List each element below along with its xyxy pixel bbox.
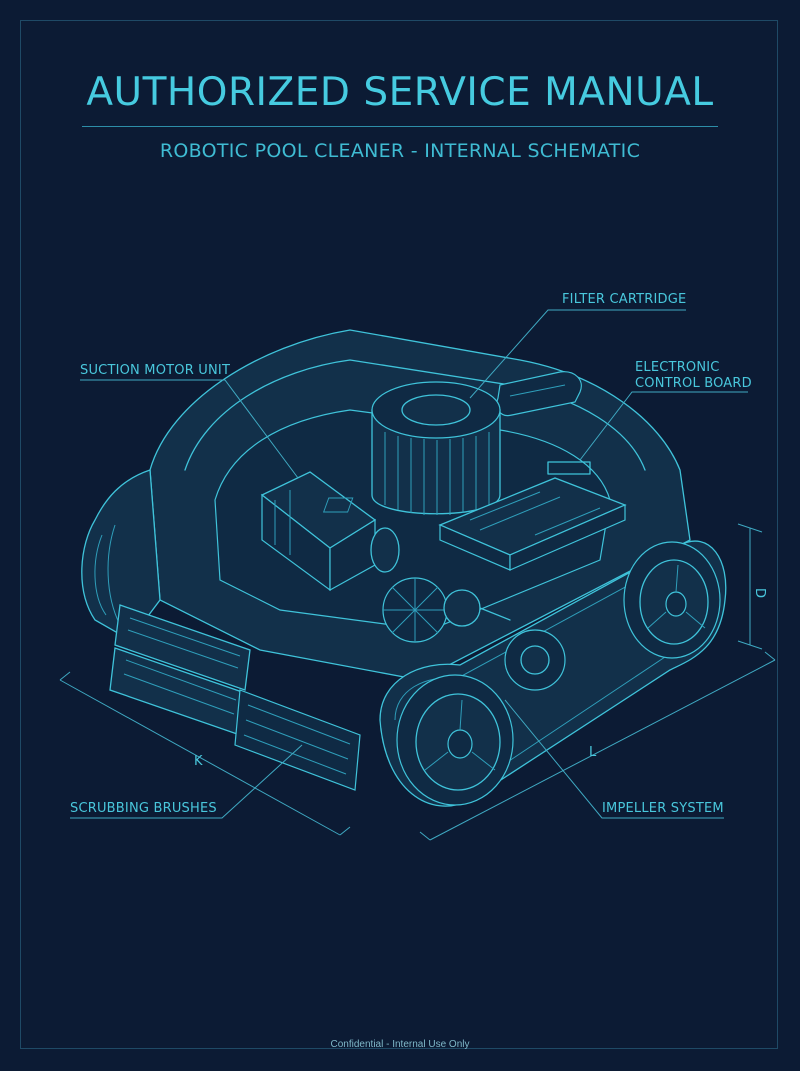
- body-top-rim: [184, 359, 646, 471]
- dimension-l-label: L: [589, 745, 597, 760]
- control-board: [322, 461, 627, 571]
- left-track: [81, 469, 161, 641]
- callout-scrubbing-brushes: SCRUBBING BRUSHES: [70, 801, 217, 816]
- drive-gear: [504, 629, 566, 691]
- callout-filter-cartridge: FILTER CARTRIDGE: [562, 292, 687, 307]
- page-title: AUTHORIZED SERVICE MANUAL: [86, 70, 714, 115]
- impeller: [382, 577, 511, 643]
- title-divider: [82, 126, 718, 127]
- rear-wheel: [623, 541, 721, 659]
- filter-cartridge: [371, 381, 501, 515]
- suction-motor-unit: [260, 471, 400, 592]
- page-subtitle: ROBOTIC POOL CLEANER - INTERNAL SCHEMATI…: [159, 140, 641, 162]
- page-border: [20, 20, 778, 1049]
- callout-control-board-line1: ELECTRONIC: [635, 360, 720, 375]
- callout-control-board-line2: CONTROL BOARD: [635, 376, 752, 391]
- dimension-lines: [59, 523, 776, 841]
- callout-leaders: [70, 309, 748, 819]
- confidential-footer: Confidential - Internal Use Only: [330, 1039, 470, 1050]
- callout-suction-motor-unit: SUCTION MOTOR UNIT: [80, 363, 231, 378]
- dimension-k-label: K: [194, 754, 203, 769]
- front-wheel: [396, 674, 514, 806]
- callout-impeller-system: IMPELLER SYSTEM: [602, 801, 724, 816]
- scrubbing-brushes: [109, 604, 361, 791]
- dimension-d-label: D: [752, 588, 767, 598]
